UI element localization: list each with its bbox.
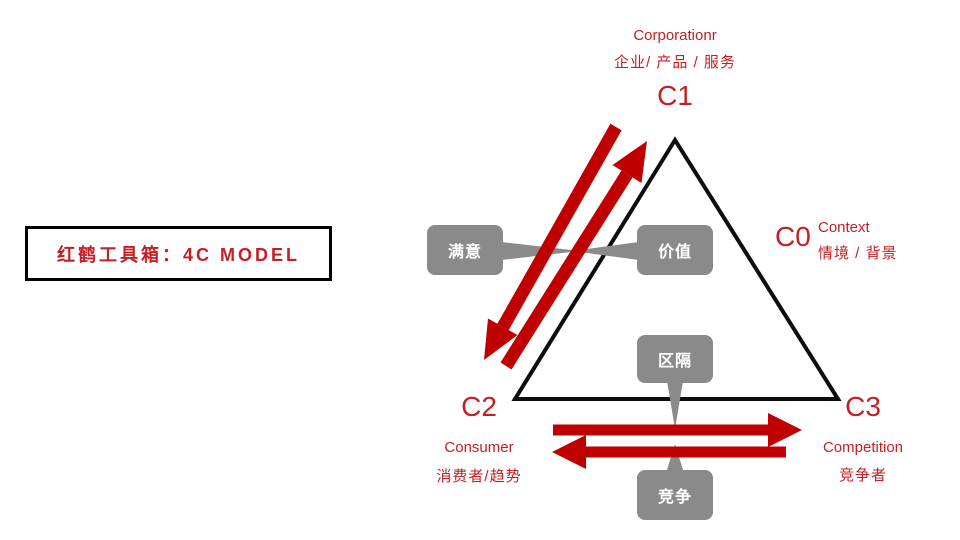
node-c3: C3 Competition 竞争者	[783, 392, 943, 484]
connector-segmentation-pointer	[667, 381, 683, 429]
horizontal-right-arrow	[553, 413, 802, 447]
c1-id-label: C1	[657, 80, 693, 111]
toolbox-title: 红鹤工具箱：4C MODEL	[56, 244, 300, 265]
c0-chinese-label: 情境 / 背景	[818, 245, 898, 262]
node-c0: Context 情境 / 背景	[818, 220, 898, 262]
satisfaction-label: 满意	[447, 244, 482, 261]
connector-value-pointer	[572, 242, 639, 260]
c3-id-label: C3	[845, 391, 881, 422]
c0-english-label: Context	[818, 219, 870, 236]
diagonal-down-arrow	[484, 123, 622, 360]
node-c1: Corporationr 企业/ 产品 / 服务 C1	[545, 28, 805, 111]
label-box-segmentation: 区隔	[637, 335, 713, 383]
toolbox-title-box: 红鹤工具箱：4C MODEL	[25, 226, 332, 281]
horizontal-left-arrow	[552, 435, 786, 469]
c1-english-label: Corporationr	[633, 27, 717, 44]
value-label: 价值	[657, 244, 692, 261]
c0-id-label: C0	[775, 221, 811, 252]
competition-label: 竞争	[657, 489, 692, 506]
label-box-satisfaction: 满意	[427, 225, 503, 275]
c2-id-label: C2	[461, 391, 497, 422]
c1-chinese-label: 企业/ 产品 / 服务	[614, 54, 736, 71]
node-c2: C2 Consumer 消费者/趋势	[399, 392, 559, 485]
label-box-value: 价值	[637, 225, 713, 275]
label-box-competition: 竞争	[637, 470, 713, 520]
c3-english-label: Competition	[822, 439, 904, 456]
c2-chinese-label: 消费者/趋势	[436, 468, 522, 485]
diagonal-up-arrow	[500, 141, 647, 370]
c2-english-label: Consumer	[444, 439, 514, 456]
c3-chinese-label: 竞争者	[838, 467, 887, 484]
segmentation-label: 区隔	[657, 353, 692, 370]
